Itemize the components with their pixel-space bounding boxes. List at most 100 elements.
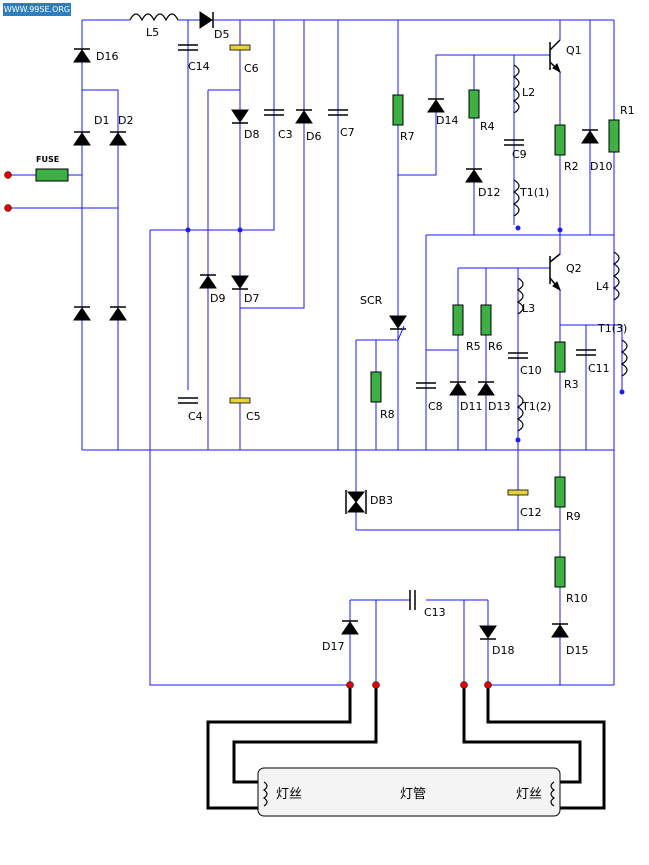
capacitor-C6: [229, 44, 251, 51]
resistor-R4: [468, 89, 480, 119]
transistor-Q2: [549, 253, 561, 292]
label-C3: C3: [278, 128, 293, 141]
label-R10: R10: [566, 592, 588, 605]
label-D18: D18: [492, 644, 514, 657]
resistor-R3: [554, 341, 566, 373]
label-T1-2: T1(2): [521, 400, 551, 413]
label-L2: L2: [522, 86, 535, 99]
label-R1: R1: [620, 104, 635, 117]
diode-D2: [109, 131, 127, 146]
label-C6: C6: [244, 62, 259, 75]
tube-terminal-2: [372, 681, 380, 689]
label-T1-3: T1(3): [597, 322, 627, 335]
diac-DB3: [345, 490, 367, 514]
transformer-T1-3: [620, 339, 628, 377]
label-filament-right: 灯丝: [516, 787, 542, 802]
tube-terminal-1: [346, 681, 354, 689]
resistor-R8: [370, 371, 382, 403]
tube-wiring: [206, 685, 606, 810]
label-C9: C9: [512, 148, 527, 161]
label-D16: D16: [96, 50, 118, 63]
wiring: [8, 19, 623, 686]
label-L3: L3: [522, 302, 535, 315]
label-D15: D15: [566, 644, 588, 657]
label-D14: D14: [436, 114, 458, 127]
label-R9: R9: [566, 510, 581, 523]
label-C10: C10: [520, 364, 542, 377]
label-R8: R8: [380, 408, 395, 421]
diode-D16: [73, 48, 91, 63]
capacitor-C8: [416, 382, 436, 389]
label-R2: R2: [564, 160, 579, 173]
junction-dots: [185, 227, 563, 233]
right-filament-coil: [550, 781, 556, 807]
resistor-R1: [608, 119, 620, 153]
watermark-logo: WWW.99SE.ORG: [3, 3, 71, 16]
diode-D1: [73, 131, 91, 146]
capacitor-C3: [264, 109, 284, 116]
diode-D13: [477, 381, 495, 396]
inductors: [129, 13, 628, 432]
diode-D9: [199, 274, 217, 289]
transformer-T1-1: [512, 179, 520, 217]
label-DB3: DB3: [370, 494, 393, 507]
label-D13: D13: [488, 400, 510, 413]
label-R7: R7: [400, 130, 415, 143]
label-D11: D11: [460, 400, 482, 413]
dot-T1-1: [515, 225, 521, 231]
fluorescent-tube: 灯丝 灯管 灯丝: [257, 767, 561, 817]
diode-D10: [581, 129, 599, 144]
inductor-L2: [512, 64, 520, 114]
transistor-Q1: [549, 39, 561, 74]
label-C14: C14: [188, 60, 210, 73]
tube-terminal-4: [484, 681, 492, 689]
label-Q1: Q1: [566, 44, 582, 57]
dot-T1-2: [515, 437, 521, 443]
label-D1: D1: [94, 114, 109, 127]
label-C7: C7: [340, 126, 355, 139]
left-filament-coil: [262, 781, 268, 807]
label-C4: C4: [188, 410, 203, 423]
label-D5: D5: [214, 28, 229, 41]
label-D12: D12: [478, 186, 500, 199]
capacitor-C5: [229, 397, 251, 404]
capacitor-C7: [328, 109, 348, 116]
resistor-R5: [452, 304, 464, 336]
label-Q2: Q2: [566, 262, 582, 275]
diode-D6: [295, 109, 313, 124]
label-C11: C11: [588, 362, 610, 375]
label-R4: R4: [480, 120, 495, 133]
diode-D3: [73, 306, 91, 321]
label-D9: D9: [210, 292, 225, 305]
capacitor-C13: [409, 590, 416, 610]
label-L4: L4: [596, 280, 609, 293]
diode-D11: [449, 381, 467, 396]
label-R6: R6: [488, 340, 503, 353]
resistor-R7: [392, 94, 404, 126]
diode-D18: [479, 625, 497, 640]
label-C13: C13: [424, 606, 446, 619]
diode-D17: [341, 620, 359, 635]
transformer-T1-2: [516, 394, 524, 432]
label-D6: D6: [306, 130, 321, 143]
tube-terminal-3: [460, 681, 468, 689]
inductor-L5: [129, 13, 179, 22]
capacitor-C9: [504, 139, 524, 146]
capacitor-C14: [178, 44, 198, 51]
dot-T1-3: [619, 389, 625, 395]
component-labels: FUSE L5 D5 D16 C14 C6 D1 D2 D8 C3 D6 C7 …: [36, 26, 635, 657]
resistor-R9: [554, 476, 566, 508]
diode-D8: [231, 109, 249, 124]
label-D8: D8: [244, 128, 259, 141]
thyristor-SCR: [389, 315, 407, 341]
capacitor-C12: [507, 489, 529, 496]
label-D7: D7: [244, 292, 259, 305]
diode-D5: [199, 11, 214, 29]
inductor-L3: [516, 277, 524, 315]
resistor-R6: [480, 304, 492, 336]
label-C8: C8: [428, 400, 443, 413]
label-C12: C12: [520, 506, 542, 519]
label-L5: L5: [146, 26, 159, 39]
diodes: [73, 11, 599, 640]
